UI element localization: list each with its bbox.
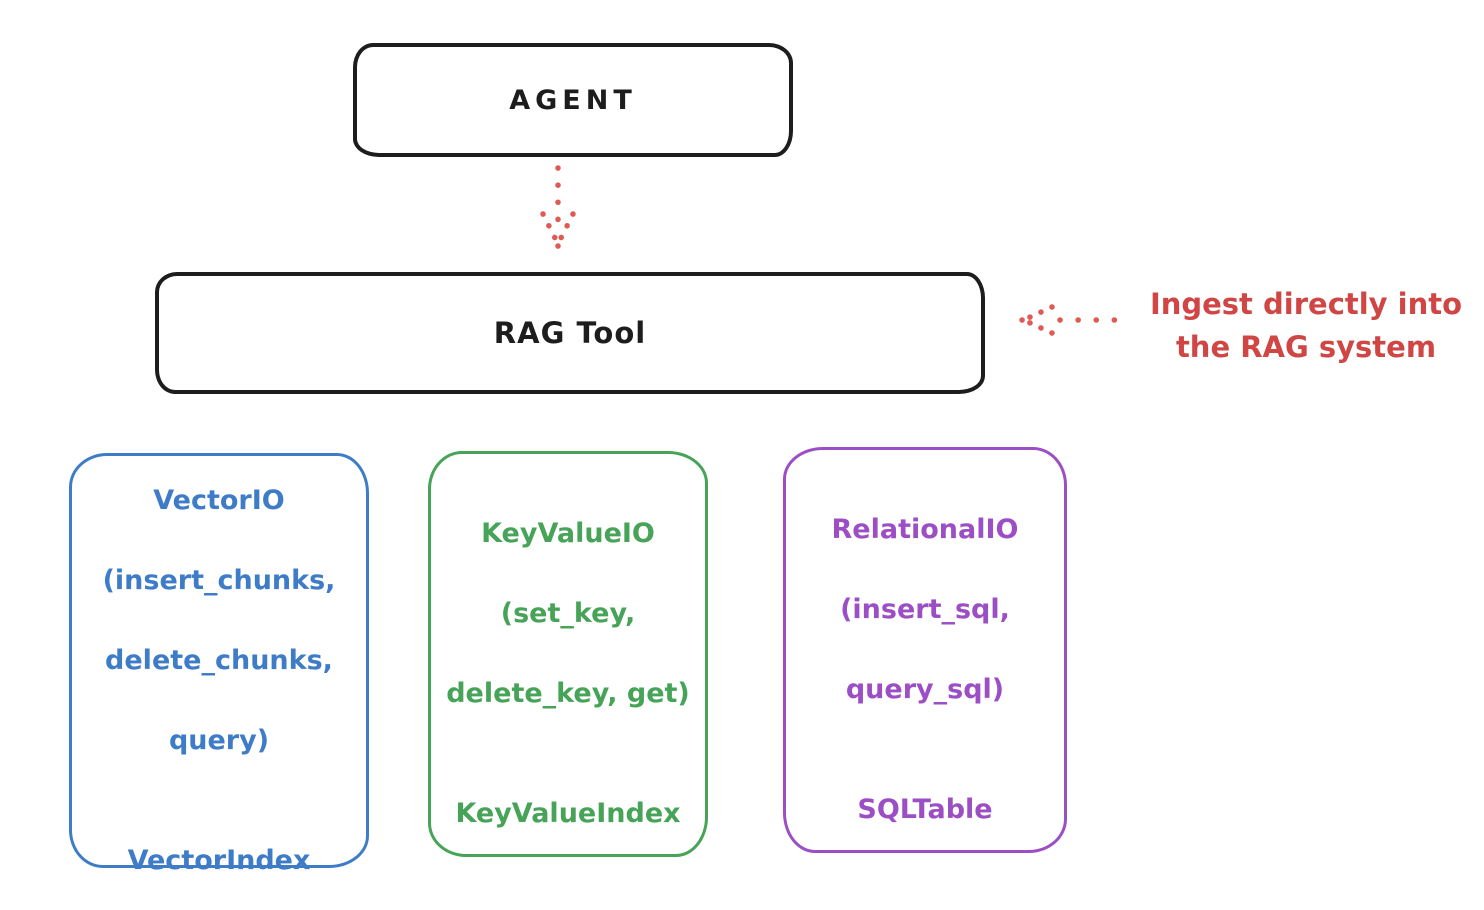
- rag-tool-box: RAG Tool: [155, 272, 985, 394]
- keyvalue-index-label: KeyValueIndex: [455, 798, 681, 829]
- keyvalue-io-functions: KeyValueIO (set_key, delete_key, get): [446, 518, 690, 709]
- annotation-to-rag-tool-arrow: [1019, 304, 1135, 336]
- annotation-text: Ingest directly into the RAG system: [1138, 283, 1474, 369]
- keyvalue-io-box: KeyValueIO (set_key, delete_key, get) Ke…: [428, 451, 708, 857]
- vector-index-label: VectorIndex: [127, 844, 311, 876]
- vector-io-box: VectorIO (insert_chunks, delete_chunks, …: [69, 453, 369, 876]
- agent-box: AGENT: [353, 43, 793, 157]
- rag-tool-label: RAG Tool: [493, 316, 647, 350]
- vector-io-functions: VectorIO (insert_chunks, delete_chunks, …: [102, 484, 336, 756]
- relational-io-box: RelationalIO (insert_sql, query_sql) SQL…: [783, 447, 1067, 853]
- agent-label: AGENT: [509, 84, 637, 116]
- agent-to-rag-tool-arrow: [540, 165, 576, 261]
- relational-io-functions: RelationalIO (insert_sql, query_sql): [831, 514, 1019, 705]
- annotation-line-2: the RAG system: [1175, 330, 1437, 364]
- sql-table-label: SQLTable: [857, 794, 993, 825]
- annotation-line-1: Ingest directly into: [1149, 287, 1463, 321]
